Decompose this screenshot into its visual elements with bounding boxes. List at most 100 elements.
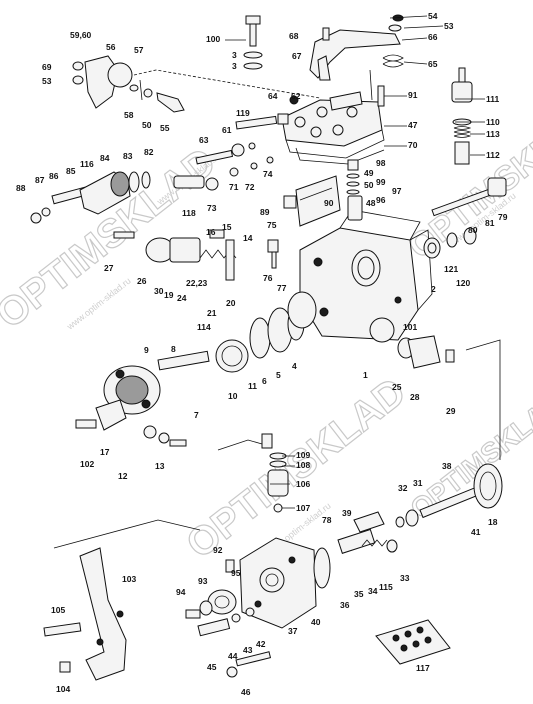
- distributor-head-part: [239, 511, 398, 629]
- callout: 67: [292, 51, 302, 61]
- governor-bracket-part: [283, 175, 363, 227]
- callout: 45: [207, 662, 217, 672]
- callout: 32: [398, 483, 408, 493]
- callout: 17: [100, 447, 110, 457]
- screw-part: [195, 142, 256, 165]
- callout: 18: [488, 517, 498, 527]
- callout: 73: [207, 203, 217, 213]
- callout: 12: [118, 471, 128, 481]
- callout: 38: [442, 461, 452, 471]
- callout: 84: [100, 153, 110, 163]
- callout: 37: [288, 626, 298, 636]
- pin-part: [173, 156, 274, 191]
- callout: 61: [222, 125, 232, 135]
- callout: 30: [154, 286, 164, 296]
- callout-labels: 100 3 3 68 54 53 66 65 67 59,60 56 57 69…: [16, 11, 508, 697]
- callout: 93: [198, 576, 208, 586]
- callout: 89: [260, 207, 270, 217]
- callout: 70: [408, 140, 418, 150]
- callout: 104: [56, 684, 70, 694]
- callout: 92: [213, 545, 223, 555]
- callout: 65: [428, 59, 438, 69]
- callout: 100: [206, 34, 220, 44]
- callout: 78: [322, 515, 332, 525]
- callout: 97: [392, 186, 402, 196]
- callout: 29: [446, 406, 456, 416]
- callout: 68: [289, 31, 299, 41]
- left-lever-part: [72, 55, 321, 113]
- callout: 81: [485, 218, 495, 228]
- callout: 47: [408, 120, 418, 130]
- callout: 9: [144, 345, 149, 355]
- callout: 101: [403, 322, 417, 332]
- callout: 114: [197, 322, 211, 332]
- bolt-part: [235, 95, 299, 130]
- callout: 117: [416, 663, 430, 673]
- callout: 103: [122, 574, 136, 584]
- callout: 56: [106, 42, 116, 52]
- callout: 119: [236, 108, 250, 118]
- callout: 110: [486, 117, 500, 127]
- lower-bolts-part: [197, 607, 272, 678]
- callout: 54: [428, 11, 438, 21]
- callout: 55: [160, 123, 170, 133]
- callout: 74: [263, 169, 273, 179]
- callout: 72: [245, 182, 255, 192]
- pump-housing-part: [299, 209, 433, 343]
- callout: 108: [296, 460, 310, 470]
- screw-76-part: [267, 239, 279, 269]
- callout: 115: [379, 582, 393, 592]
- roller-ring-part: [103, 350, 210, 415]
- callout: 111: [486, 94, 500, 104]
- callout: 33: [400, 573, 410, 583]
- callout: 88: [16, 183, 26, 193]
- end-cover-part: [397, 335, 455, 369]
- callout: 80: [468, 225, 478, 235]
- drive-gear-part: [215, 291, 317, 373]
- callout: 105: [51, 605, 65, 615]
- callout: 76: [263, 273, 273, 283]
- valve-stack-part: [346, 159, 360, 195]
- callout: 21: [207, 308, 217, 318]
- lower-left-bolt-part: [75, 399, 187, 447]
- plunger-stack-part: [451, 67, 473, 165]
- callout: 82: [144, 147, 154, 157]
- callout: 58: [124, 110, 134, 120]
- callout: 120: [456, 278, 470, 288]
- callout: 53: [444, 21, 454, 31]
- callout: 85: [66, 166, 76, 176]
- callout: 19: [164, 290, 174, 300]
- guide-lines: [53, 69, 501, 549]
- callout: 71: [229, 182, 239, 192]
- right-seal-part: [423, 177, 507, 259]
- callout: 83: [123, 151, 133, 161]
- callout: 3: [232, 61, 237, 71]
- callout: 53: [42, 76, 52, 86]
- callout: 40: [311, 617, 321, 627]
- callout: 22,23: [186, 278, 208, 288]
- callout: 8: [171, 344, 176, 354]
- callout: 107: [296, 503, 310, 513]
- callout: 2: [431, 284, 436, 294]
- callout: 41: [471, 527, 481, 537]
- governor-lever-part: [309, 14, 404, 81]
- callout: 10: [228, 391, 238, 401]
- callout: 26: [137, 276, 147, 286]
- callout: 35: [354, 589, 364, 599]
- callout: 46: [241, 687, 251, 697]
- callout: 36: [340, 600, 350, 610]
- callout: 50: [364, 180, 374, 190]
- callout: 112: [486, 150, 500, 160]
- callout: 11: [248, 381, 257, 391]
- callout: 13: [155, 461, 165, 471]
- callout: 91: [408, 90, 418, 100]
- callout: 31: [413, 478, 423, 488]
- top-screw-part: [243, 15, 263, 70]
- callout: 16: [206, 227, 216, 237]
- callout: 24: [177, 293, 187, 303]
- delivery-valve-part: [185, 559, 237, 619]
- callout: 34: [368, 586, 378, 596]
- callout: 77: [277, 283, 287, 293]
- callout: 79: [498, 212, 508, 222]
- callout: 42: [256, 639, 266, 649]
